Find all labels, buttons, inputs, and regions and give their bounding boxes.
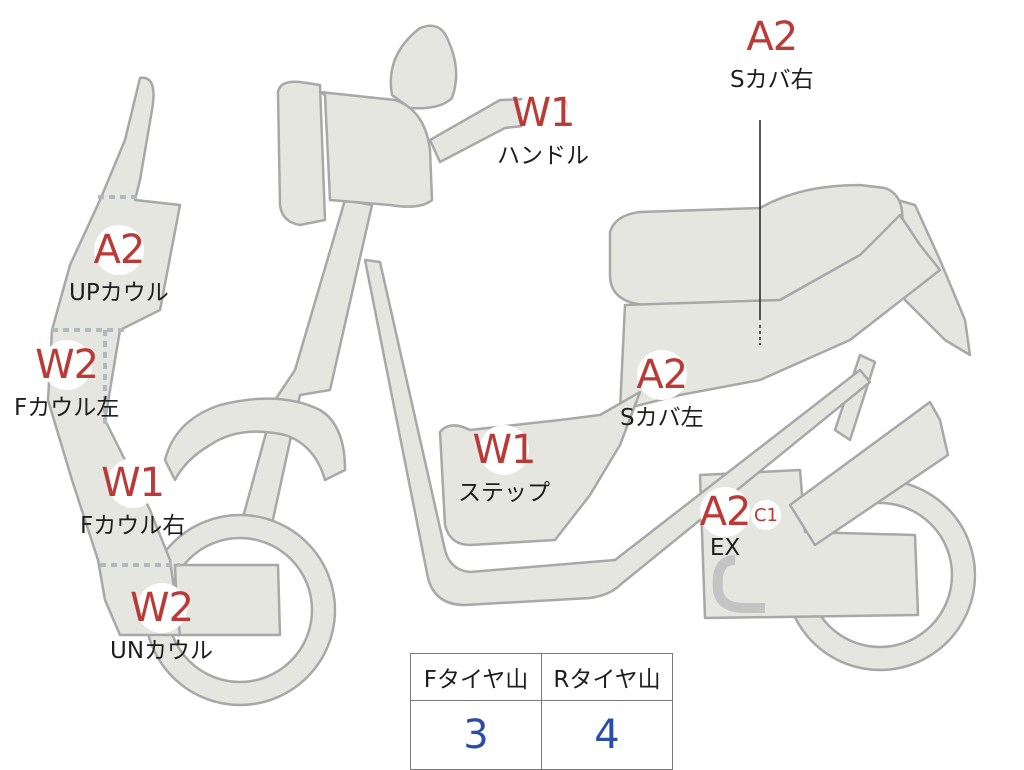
damage-code: A2	[746, 14, 798, 60]
main-frame	[363, 258, 872, 607]
part-label: UPカウル	[69, 280, 169, 306]
damage-code: A2	[636, 352, 688, 398]
marker-s-cover-right: A2 Sカバ右	[730, 12, 814, 94]
marker-step: W1 ステップ	[458, 425, 550, 507]
damage-code: A2	[93, 227, 145, 273]
damage-code: W2	[130, 585, 194, 631]
side-cover	[618, 213, 942, 412]
extra-damage-badge: C1	[751, 500, 781, 530]
mirror	[389, 24, 458, 110]
part-label: ハンドル	[497, 143, 589, 169]
muffler	[788, 400, 950, 547]
part-label: EX	[709, 535, 741, 561]
damage-code: W1	[472, 427, 537, 473]
part-label: Sカバ右	[730, 67, 814, 93]
seat	[608, 183, 904, 307]
marker-exhaust: A2 EX	[699, 487, 752, 561]
headlight	[276, 80, 327, 227]
exhaust-pipe	[712, 555, 765, 613]
part-label: Fカウル左	[14, 395, 120, 421]
front-tire-header: Fタイヤ山	[410, 653, 542, 701]
damage-code: W1	[101, 460, 165, 506]
marker-un-cowl: W2 UNカウル	[110, 583, 213, 665]
damage-code: A2	[699, 489, 752, 535]
part-label: ステップ	[458, 480, 550, 506]
cowl-seams	[52, 195, 180, 567]
part-label: Fカウル右	[80, 513, 186, 539]
marker-f-cowl-right: W1 Fカウル右	[80, 458, 185, 540]
front-fender	[163, 397, 347, 482]
part-label: Sカバ左	[620, 405, 704, 431]
tire-tread-table: Fタイヤ山 Rタイヤ山 3 4	[410, 653, 673, 770]
marker-f-cowl-left: W2 Fカウル左	[14, 340, 119, 422]
rear-tire-header: Rタイヤ山	[541, 653, 673, 701]
marker-handle: W1 ハンドル	[497, 88, 589, 170]
damage-code: W1	[511, 90, 576, 136]
marker-s-cover-left: A2 Sカバ左	[620, 350, 704, 432]
part-label: UNカウル	[110, 638, 214, 664]
front-tire-value: 3	[410, 700, 542, 770]
damage-code: W2	[35, 342, 99, 388]
marker-up-cowl: A2 UPカウル	[69, 225, 169, 307]
rear-tire-value: 4	[541, 700, 673, 770]
extra-damage-code: C1	[753, 504, 779, 526]
